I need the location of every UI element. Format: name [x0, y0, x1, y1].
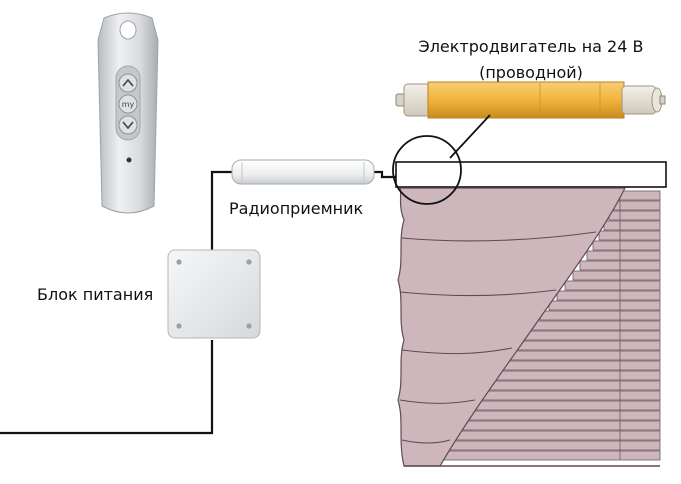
- power-supply: [167, 249, 261, 339]
- remote-down-button: [118, 115, 138, 135]
- motor-label: Электродвигатель на 24 В (проводной): [395, 34, 667, 86]
- power-supply-label: Блок питания: [37, 285, 154, 304]
- motor-end-cap: [621, 85, 657, 115]
- motor-label-line2: (проводной): [479, 63, 583, 82]
- remote-led-icon: [126, 157, 132, 163]
- blind-fabric: [397, 187, 626, 467]
- screw-icon: [246, 259, 252, 265]
- screw-icon: [246, 323, 252, 329]
- remote-lanyard-hole: [119, 20, 137, 40]
- remote-my-label: my: [122, 100, 135, 109]
- screw-icon: [176, 323, 182, 329]
- motor-tube: [427, 81, 625, 119]
- mains-cable: [0, 340, 214, 435]
- blind-pleats: [399, 231, 597, 444]
- remote-up-button: [118, 73, 138, 93]
- receiver-label: Радиоприемник: [229, 199, 364, 218]
- chevron-down-icon: [122, 121, 134, 130]
- remote-my-button: [118, 94, 138, 114]
- receiver-body: [231, 159, 375, 185]
- pleated-blind: [395, 161, 667, 467]
- motor: [395, 81, 666, 119]
- remote-control: my: [97, 12, 159, 214]
- motor-location-circle: [392, 135, 462, 205]
- blind-slats: [427, 190, 661, 461]
- psu-box: [167, 249, 261, 339]
- motor-leader-line: [449, 114, 491, 159]
- psu-to-receiver-cable: [210, 170, 236, 252]
- radio-receiver: [231, 159, 375, 185]
- blind-headrail: [395, 161, 667, 188]
- motor-label-line1: Электродвигатель на 24 В: [418, 37, 644, 56]
- screw-icon: [176, 259, 182, 265]
- motor-head-cap: [403, 83, 431, 117]
- chevron-up-icon: [122, 78, 134, 87]
